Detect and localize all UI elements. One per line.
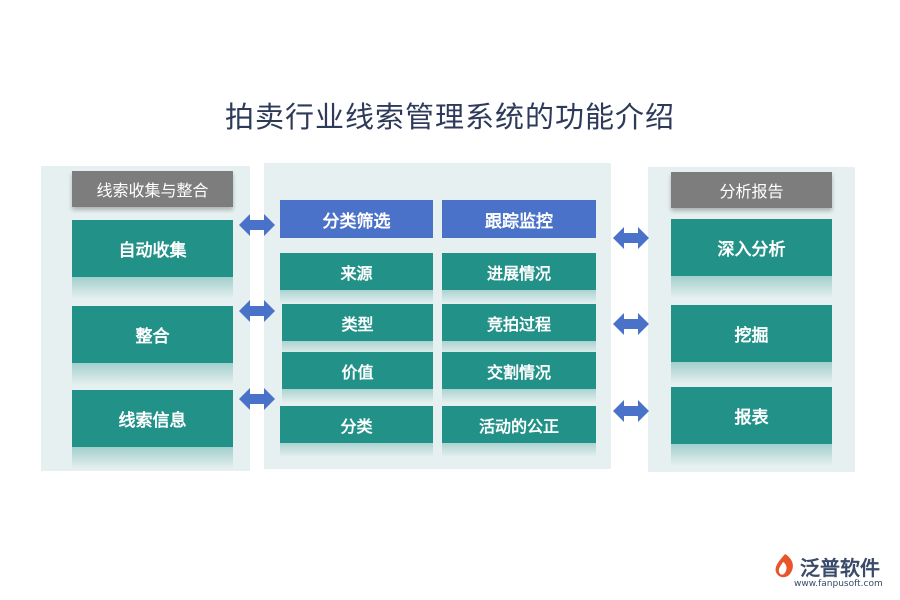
right-item-report: 报表 <box>671 387 832 466</box>
left-item-integrate: 整合 <box>72 306 233 385</box>
middle-item-fairness: 活动的公正 <box>442 406 596 457</box>
double-arrow-icon <box>613 227 649 249</box>
double-arrow-icon <box>239 388 275 410</box>
logo-icon <box>775 554 793 578</box>
middle-item-value: 价值 <box>282 352 433 403</box>
left-item-auto-collect: 自动收集 <box>72 220 233 299</box>
brand-logo: 泛普软件 www.fanpusoft.com <box>772 552 890 592</box>
middle-header-track: 跟踪监控 <box>442 200 596 238</box>
logo-url: www.fanpusoft.com <box>794 579 883 589</box>
middle-item-category: 分类 <box>280 406 433 457</box>
middle-header-classify: 分类筛选 <box>280 200 433 238</box>
double-arrow-icon <box>239 214 275 236</box>
right-item-mining: 挖掘 <box>671 305 832 384</box>
middle-item-delivery: 交割情况 <box>442 352 596 403</box>
left-item-clue-info: 线索信息 <box>72 390 233 469</box>
middle-item-source: 来源 <box>280 253 433 304</box>
middle-item-bidding: 竞拍过程 <box>442 304 596 355</box>
double-arrow-icon <box>239 300 275 322</box>
left-header: 线索收集与整合 <box>72 171 233 207</box>
logo-name: 泛普软件 <box>800 556 880 580</box>
double-arrow-icon <box>613 313 649 335</box>
middle-item-type: 类型 <box>282 304 433 355</box>
double-arrow-icon <box>613 400 649 422</box>
right-item-deep-analysis: 深入分析 <box>671 219 832 298</box>
middle-item-progress: 进展情况 <box>442 253 596 304</box>
page-title: 拍卖行业线索管理系统的功能介绍 <box>224 100 675 134</box>
right-header: 分析报告 <box>671 172 832 208</box>
